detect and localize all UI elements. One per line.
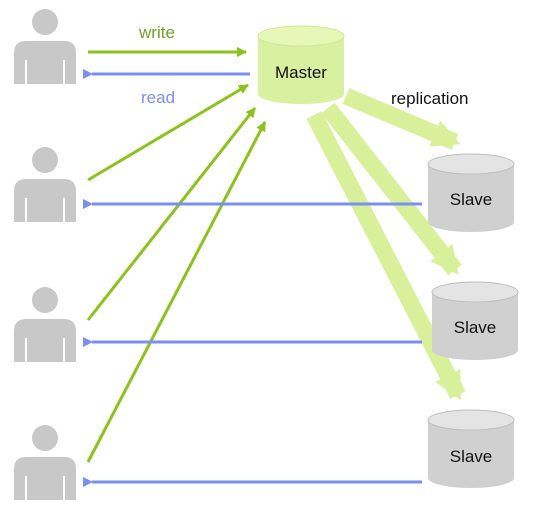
master-label: Master [275, 63, 327, 82]
slave-1-label: Slave [450, 190, 493, 209]
slave-2-database-icon: Slave [431, 281, 519, 360]
write-arrow-user-4 [86, 121, 267, 463]
slave-3-label: Slave [450, 447, 493, 466]
write-label: write [138, 23, 175, 42]
replication-arrow-slave-2 [321, 102, 462, 276]
read-label: read [141, 88, 175, 107]
slave-2-label: Slave [454, 318, 497, 337]
write-arrow-user-3 [86, 107, 257, 321]
slave-3-database-icon: Slave [427, 409, 515, 488]
user-4-person-icon [14, 425, 76, 500]
user-1-person-icon [14, 9, 76, 84]
master-database-icon: Master [257, 25, 345, 104]
user-2-person-icon [14, 147, 76, 222]
slave-1-database-icon: Slave [427, 153, 515, 232]
read-arrows [83, 69, 422, 487]
user-3-person-icon [14, 287, 76, 362]
replication-arrow-slave-1 [342, 88, 461, 150]
replication-label: replication [391, 89, 469, 108]
write-arrows [86, 47, 267, 463]
write-arrow-user-2 [87, 83, 249, 182]
